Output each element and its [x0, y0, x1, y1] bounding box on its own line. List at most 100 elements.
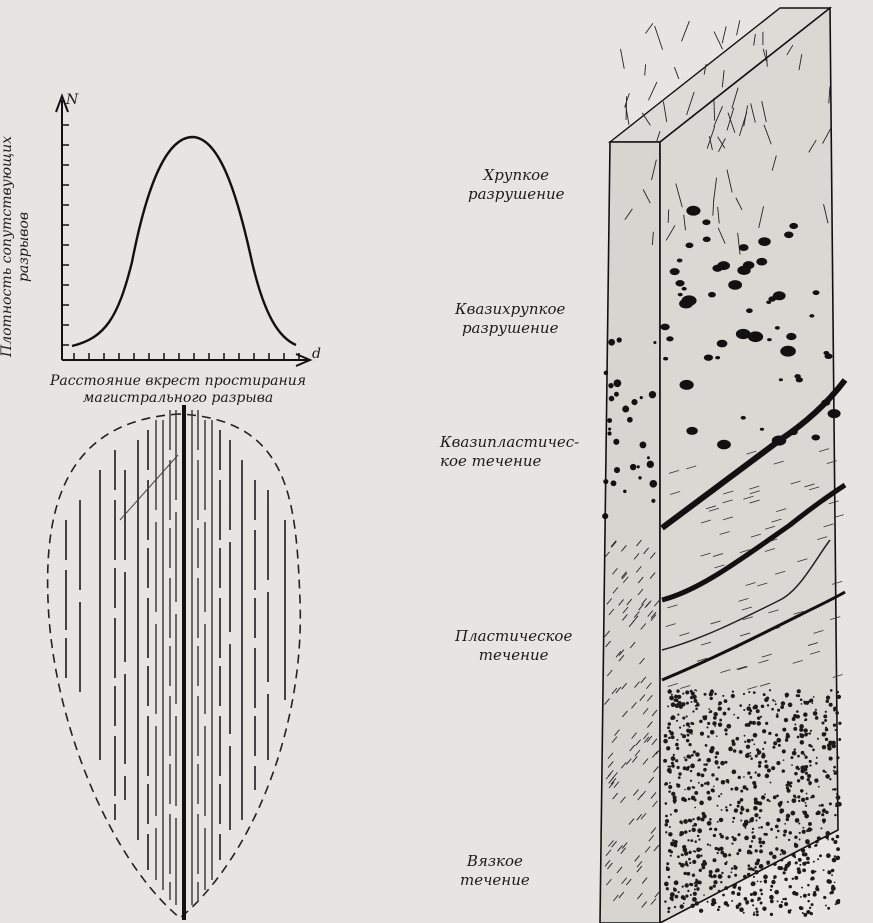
stipple-mark: [782, 728, 786, 732]
rock-block-diagram: [600, 8, 845, 923]
stipple-mark: [803, 913, 807, 917]
stipple-mark: [797, 779, 800, 782]
stipple-mark: [825, 835, 829, 839]
stipple-mark: [803, 700, 805, 702]
stipple-mark: [812, 749, 815, 752]
pore-mark: [717, 440, 731, 450]
zone-label-quasi-brittle-line-2: разрушение: [455, 319, 565, 338]
stipple-mark: [750, 899, 754, 903]
stipple-mark: [683, 902, 685, 904]
stipple-mark: [806, 793, 808, 795]
stipple-mark: [825, 728, 829, 732]
stipple-mark: [749, 845, 752, 848]
stipple-mark: [783, 834, 786, 837]
x-axis-ticks: [74, 353, 299, 360]
stipple-mark: [687, 872, 691, 876]
stipple-mark: [799, 864, 801, 866]
stipple-mark: [760, 881, 762, 883]
stipple-mark: [729, 804, 731, 806]
stipple-mark: [781, 701, 785, 705]
stipple-mark: [714, 726, 716, 728]
subsidiary-faults: [66, 410, 285, 905]
stipple-mark: [673, 754, 675, 756]
stipple-mark: [667, 907, 670, 910]
stipple-mark: [821, 721, 824, 724]
stipple-mark: [714, 847, 717, 850]
pore-mark: [767, 338, 772, 341]
stipple-mark: [717, 766, 720, 769]
stipple-mark: [775, 733, 778, 736]
stipple-mark: [830, 689, 833, 692]
stipple-mark: [831, 874, 833, 876]
pore-mark: [809, 314, 814, 318]
stipple-mark: [800, 740, 804, 744]
stipple-mark: [740, 807, 744, 811]
stipple-mark: [676, 784, 680, 788]
stipple-mark: [837, 802, 842, 807]
stipple-mark: [755, 755, 758, 758]
stipple-mark: [685, 861, 687, 863]
stipple-mark: [767, 862, 770, 865]
stipple-mark: [791, 853, 795, 857]
stipple-mark: [677, 695, 681, 699]
crack-mark: [668, 210, 669, 223]
stipple-mark: [683, 819, 688, 824]
stipple-mark: [775, 847, 778, 850]
stipple-mark: [737, 892, 741, 896]
stipple-mark: [757, 750, 761, 754]
stipple-mark: [720, 761, 725, 766]
stipple-mark: [724, 699, 728, 703]
stipple-mark: [805, 756, 808, 759]
stipple-mark: [771, 880, 775, 884]
stipple-mark: [736, 906, 739, 909]
y-axis-label-line-1: Плотность сопутствующих: [0, 137, 16, 357]
stipple-mark: [683, 725, 685, 727]
stipple-mark: [725, 836, 728, 839]
stipple-mark: [689, 862, 691, 864]
stipple-mark: [734, 866, 738, 870]
stipple-mark: [795, 766, 799, 770]
zone-label-plastic: Пластическое течение: [455, 627, 572, 665]
stipple-mark: [769, 851, 773, 855]
stipple-mark: [800, 698, 803, 701]
stipple-mark: [833, 766, 836, 769]
stipple-mark: [709, 749, 714, 754]
stipple-mark: [690, 904, 694, 908]
stipple-mark: [783, 871, 786, 874]
stipple-mark: [802, 827, 804, 829]
stipple-mark: [693, 699, 697, 703]
stipple-mark: [727, 781, 729, 783]
stipple-mark: [731, 836, 733, 838]
pore-mark: [603, 479, 608, 484]
stipple-mark: [836, 795, 841, 800]
stipple-mark: [697, 889, 699, 891]
stipple-mark: [810, 796, 812, 798]
stipple-mark: [695, 707, 698, 710]
stipple-mark: [746, 809, 750, 813]
stipple-mark: [692, 710, 694, 712]
stipple-mark: [747, 739, 751, 743]
stipple-mark: [720, 851, 724, 855]
stipple-mark: [716, 735, 718, 737]
stipple-mark: [838, 738, 841, 741]
stipple-mark: [780, 853, 782, 855]
stipple-mark: [772, 855, 776, 859]
stipple-mark: [834, 788, 837, 791]
crack-mark: [737, 20, 740, 35]
crack-mark: [648, 82, 656, 100]
stipple-mark: [836, 835, 840, 839]
zone-label-quasi-brittle-line-1: Квазихрупкое: [455, 300, 565, 319]
stipple-mark: [750, 755, 752, 757]
zone-label-quasi-plastic: Квазипластичес- кое течение: [440, 433, 579, 471]
zone-label-brittle: Хрупкое разрушение: [468, 166, 565, 204]
stipple-mark: [776, 738, 781, 743]
stipple-mark: [676, 689, 679, 692]
pore-mark: [604, 371, 608, 375]
stipple-mark: [693, 823, 697, 827]
stipple-mark: [753, 743, 755, 745]
stipple-mark: [697, 772, 701, 776]
stipple-mark: [663, 739, 668, 744]
stipple-mark: [825, 711, 827, 713]
stipple-mark: [713, 785, 715, 787]
stipple-mark: [834, 855, 836, 857]
